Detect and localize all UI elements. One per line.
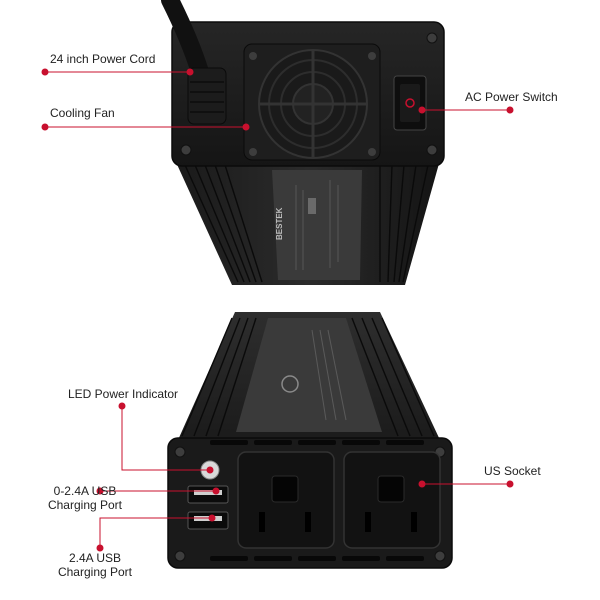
rear-unit-fins [184, 164, 429, 283]
screw-icon [174, 446, 446, 562]
us-outlet-icon [343, 451, 441, 549]
front-unit-fins [181, 317, 435, 437]
callout-usb-port-1: 0-2.4A USB Charging Port [30, 484, 140, 512]
callout-led-indicator: LED Power Indicator [68, 387, 179, 401]
rear-unit-spec-panel [272, 170, 362, 280]
certification-mark [281, 375, 299, 393]
fan-icon [243, 43, 381, 161]
power-cord [161, 0, 227, 125]
front-vents [210, 440, 424, 561]
callout-us-socket: US Socket [484, 464, 541, 478]
callout-usb-port-2-line1: 2.4A USB [68, 551, 122, 565]
spec-panel-text-lines [295, 180, 339, 270]
callout-usb-port-1-line2: Charging Port [47, 498, 123, 512]
rocker-switch-icon [393, 75, 427, 131]
inverter-rear-unit: BESTEK [161, 0, 445, 285]
front-unit-spec-panel [236, 318, 382, 432]
callout-usb-port-2-line2: Charging Port [57, 565, 133, 579]
usb-port-icon [187, 511, 229, 530]
inverter-front-unit [167, 312, 453, 569]
brand-logo: BESTEK [275, 207, 284, 240]
callout-power-cord: 24 inch Power Cord [50, 52, 156, 66]
callout-ac-power-switch: AC Power Switch [465, 90, 558, 104]
spec-panel-marking [308, 198, 316, 214]
callout-usb-port-2: 2.4A USB Charging Port [40, 551, 150, 579]
callout-lines [41, 68, 514, 552]
us-outlet-icon [237, 451, 335, 549]
usb-port-icon [187, 485, 229, 504]
callout-usb-port-1-line1: 0-2.4A USB [53, 484, 117, 498]
callout-cooling-fan: Cooling Fan [50, 106, 115, 120]
spec-panel-text-lines [311, 329, 347, 421]
